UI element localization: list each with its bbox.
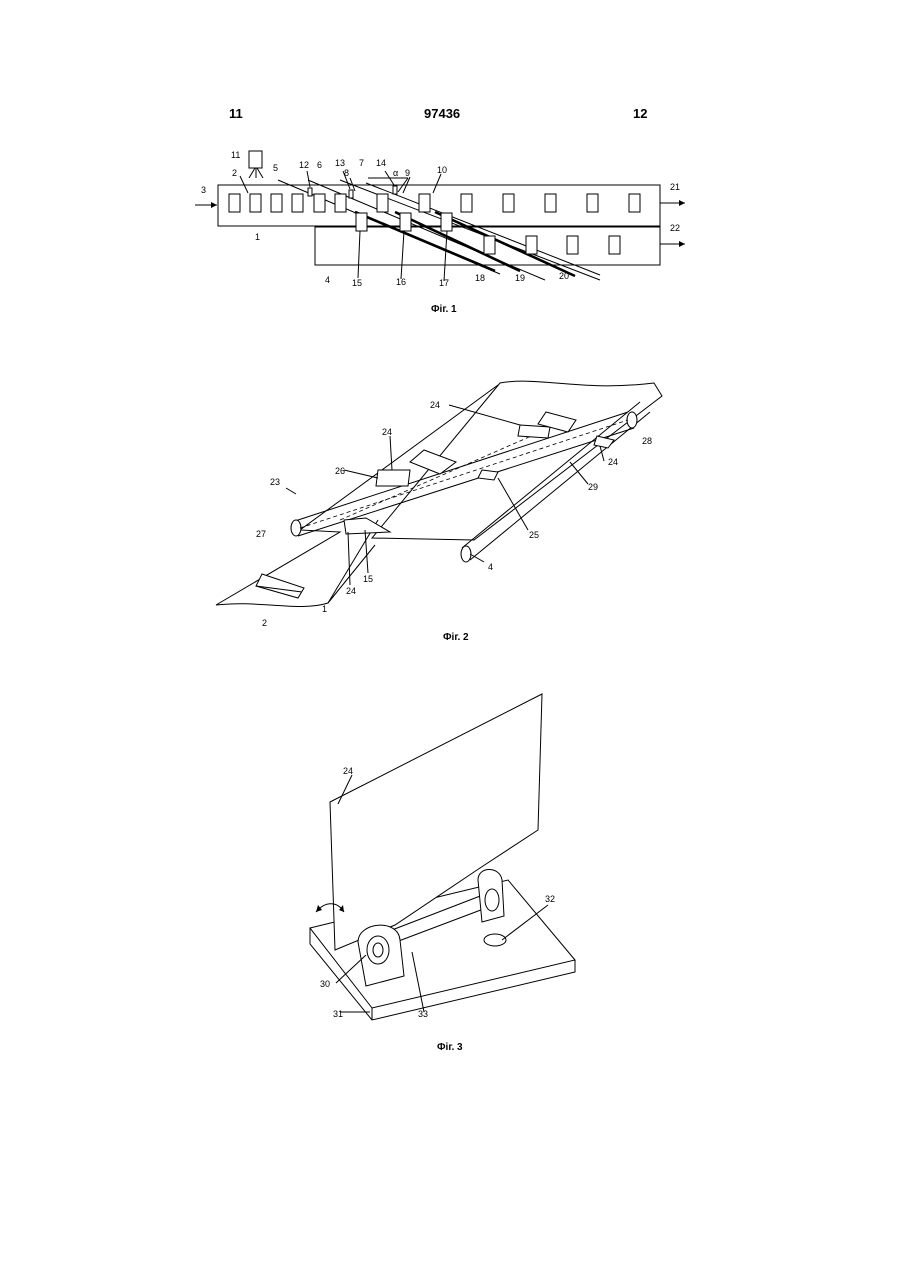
label-22: 22 — [670, 223, 680, 233]
label-30: 30 — [320, 979, 330, 989]
transfer-item-15 — [356, 213, 367, 231]
transfer-item-16 — [400, 213, 411, 231]
figure-3-caption: Фіг. 3 — [437, 1042, 463, 1053]
label-2: 2 — [262, 618, 267, 628]
plate-24 — [330, 694, 542, 950]
output-arrow-upper-icon — [660, 200, 685, 206]
roller-28 — [627, 412, 637, 428]
label-32: 32 — [545, 894, 555, 904]
label-24-c: 24 — [608, 457, 618, 467]
label-1: 1 — [322, 604, 327, 614]
sensor-14 — [393, 186, 397, 194]
figure-2: 24 24 26 28 23 24 29 27 25 15 24 4 2 1 Ф… — [0, 350, 901, 670]
input-arrow-icon — [195, 202, 217, 208]
label-17: 17 — [439, 278, 449, 288]
label-24-b: 24 — [382, 427, 392, 437]
figure-3: 24 32 30 31 33 Фіг. 3 — [0, 680, 901, 1070]
label-15: 15 — [363, 574, 373, 584]
sensor-13 — [349, 190, 353, 198]
label-23: 23 — [270, 477, 280, 487]
plate-24-top — [518, 425, 550, 438]
label-29: 29 — [588, 482, 598, 492]
label-27: 27 — [256, 529, 266, 539]
label-21: 21 — [670, 182, 680, 192]
label-31: 31 — [333, 1009, 343, 1019]
sensor-12 — [308, 188, 312, 196]
label-3: 3 — [201, 185, 206, 195]
label-7: 7 — [359, 158, 364, 168]
label-12: 12 — [299, 160, 309, 170]
label-15: 15 — [352, 278, 362, 288]
label-alpha: α — [393, 168, 398, 178]
label-9: 9 — [405, 168, 410, 178]
label-2: 2 — [232, 168, 237, 178]
label-6: 6 — [317, 160, 322, 170]
upper-items — [229, 194, 640, 212]
label-4: 4 — [488, 562, 493, 572]
plate-24-left — [376, 470, 410, 486]
figure-2-caption: Фіг. 2 — [443, 632, 469, 643]
label-20: 20 — [559, 271, 569, 281]
direction-arrow-icon — [286, 488, 296, 494]
label-5: 5 — [273, 163, 278, 173]
item-25 — [478, 470, 498, 480]
label-11: 11 — [231, 150, 240, 160]
item-2 — [256, 574, 304, 598]
label-4: 4 — [325, 275, 330, 285]
label-25: 25 — [529, 530, 539, 540]
label-33: 33 — [418, 1009, 428, 1019]
label-28: 28 — [642, 436, 652, 446]
figure-1-caption: Фіг. 1 — [431, 304, 457, 315]
item-15 — [344, 518, 390, 534]
transfer-item-17 — [441, 213, 452, 231]
roller-4 — [461, 546, 471, 562]
label-24: 24 — [343, 766, 353, 776]
label-8: 8 — [344, 168, 349, 178]
label-1: 1 — [255, 232, 260, 242]
label-24-d: 24 — [346, 586, 356, 596]
figure-1: 11 2 12 5 6 13 8 7 14 α 9 10 1 3 21 22 4… — [0, 0, 901, 330]
label-19: 19 — [515, 273, 525, 283]
label-18: 18 — [475, 273, 485, 283]
label-13: 13 — [335, 158, 345, 168]
output-arrow-lower-icon — [660, 241, 685, 247]
label-26: 26 — [335, 466, 345, 476]
camera-icon — [249, 151, 263, 178]
label-14: 14 — [376, 158, 386, 168]
supply-belt — [216, 385, 498, 606]
label-10: 10 — [437, 165, 447, 175]
roller-27 — [291, 520, 301, 536]
label-24-a: 24 — [430, 400, 440, 410]
label-16: 16 — [396, 277, 406, 287]
